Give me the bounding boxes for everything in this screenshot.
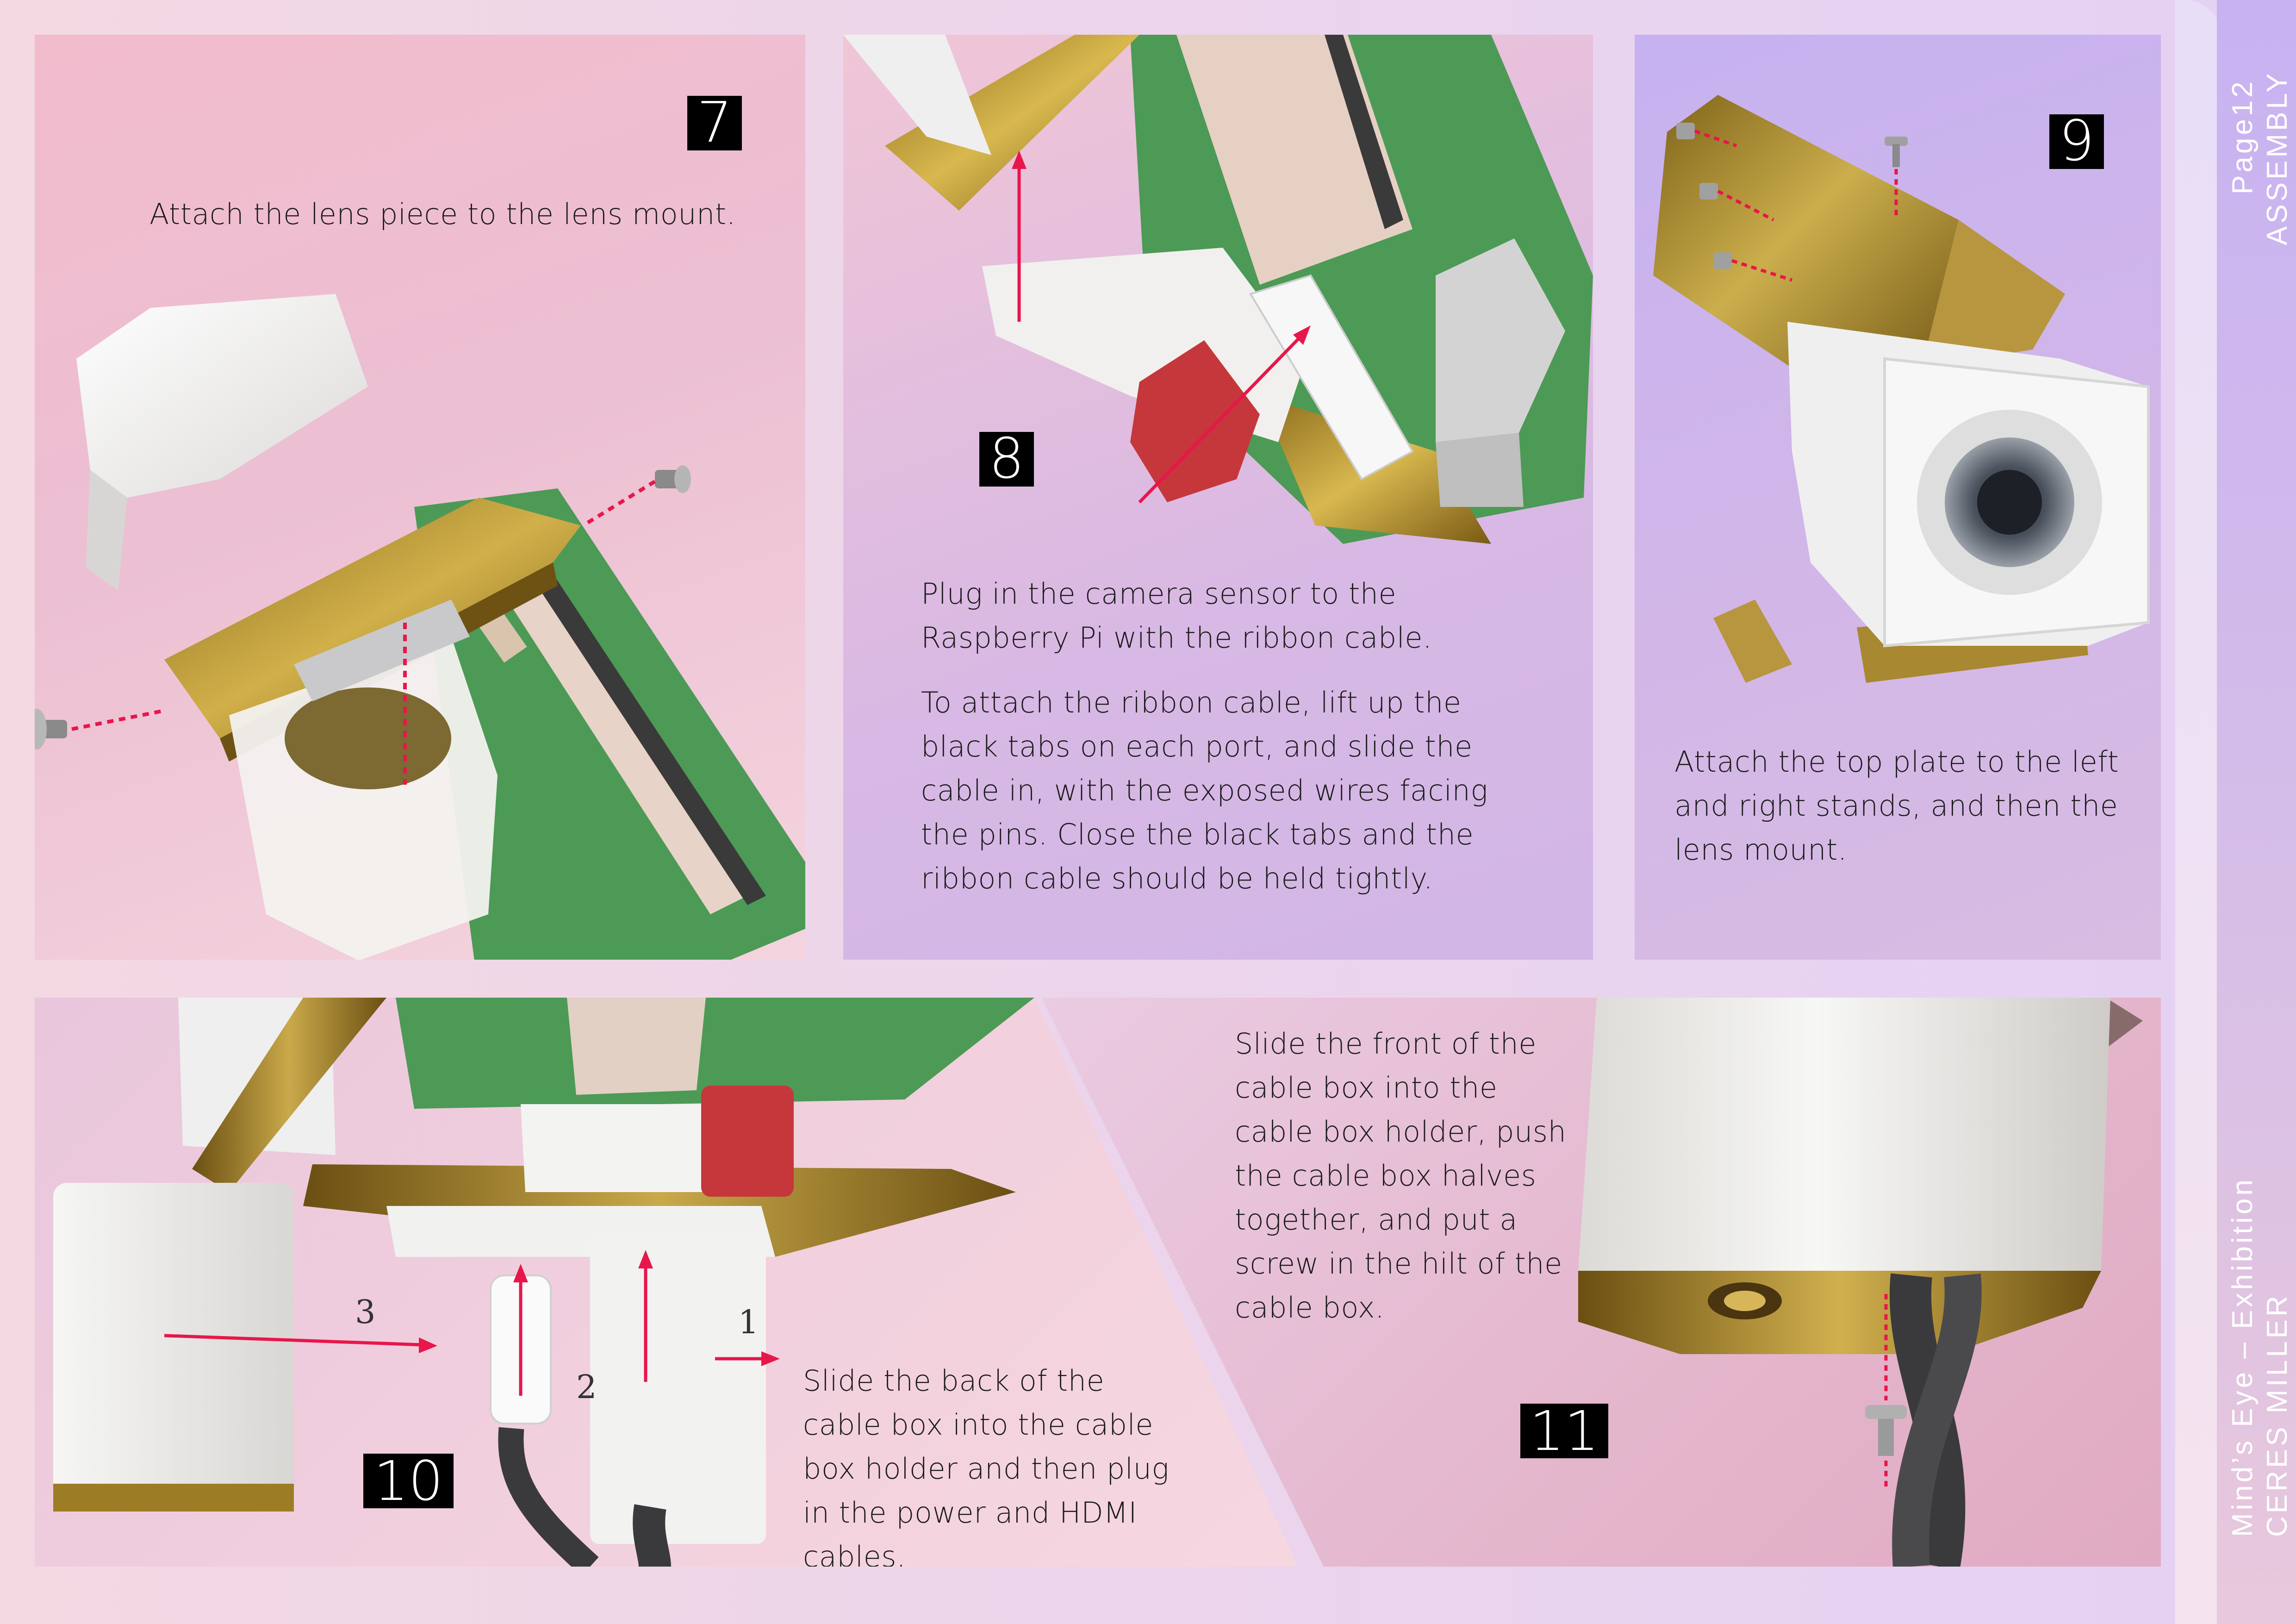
- step-8-illustration: [843, 35, 1593, 544]
- step-number-11: 11: [1520, 1404, 1608, 1458]
- step-11-instruction: Slide the front of the cable box into th…: [1235, 1027, 1567, 1324]
- step-7-panel: 7 Attach the lens piece to the lens moun…: [35, 35, 805, 960]
- step-number-8: 8: [979, 431, 1034, 487]
- sidebar-section: ASSEMBLY: [2261, 70, 2293, 245]
- step-8-instruction-2: To attach the ribbon cable, lift up the …: [921, 686, 1488, 895]
- step-7-illustration: [35, 294, 805, 960]
- arrow-label-3: 3: [355, 1293, 376, 1331]
- step-9-instruction: Attach the top plate to the left and rig…: [1674, 745, 2119, 867]
- step-7-instruction: Attach the lens piece to the lens mount.: [149, 197, 736, 231]
- step-number-7: 7: [687, 95, 742, 151]
- sidebar: [2217, 0, 2296, 1624]
- step-9-illustration: [1653, 95, 2150, 683]
- page-frame-edge: [2175, 0, 2221, 1624]
- step-11-illustration: [1578, 998, 2143, 1567]
- arrow-label-2: 2: [576, 1368, 597, 1406]
- arrow-label-1: 1: [738, 1303, 759, 1341]
- step-11-panel: 11 Slide the front of the cable box into…: [1041, 998, 2161, 1567]
- step-10-illustration: [53, 998, 1034, 1567]
- step-10-instruction: Slide the back of the cable box into the…: [803, 1364, 1170, 1567]
- step-8-panel: 8 Plug in the camera sensor to the Raspb…: [843, 35, 1593, 960]
- sidebar-author: CERES MILLER: [2261, 1293, 2293, 1537]
- step-number-10: 10: [363, 1454, 454, 1508]
- step-9-panel: 9 Attach the top plate to the left and r…: [1635, 35, 2161, 960]
- screw-icon: [655, 465, 691, 493]
- sidebar-exhibition-title: Mind’s Eye – Exhibition: [2227, 1177, 2259, 1537]
- step-8-instruction-1: Plug in the camera sensor to the Raspber…: [921, 577, 1432, 655]
- step-number-9: 9: [2049, 114, 2104, 169]
- sidebar-page-number: Page12: [2227, 79, 2259, 194]
